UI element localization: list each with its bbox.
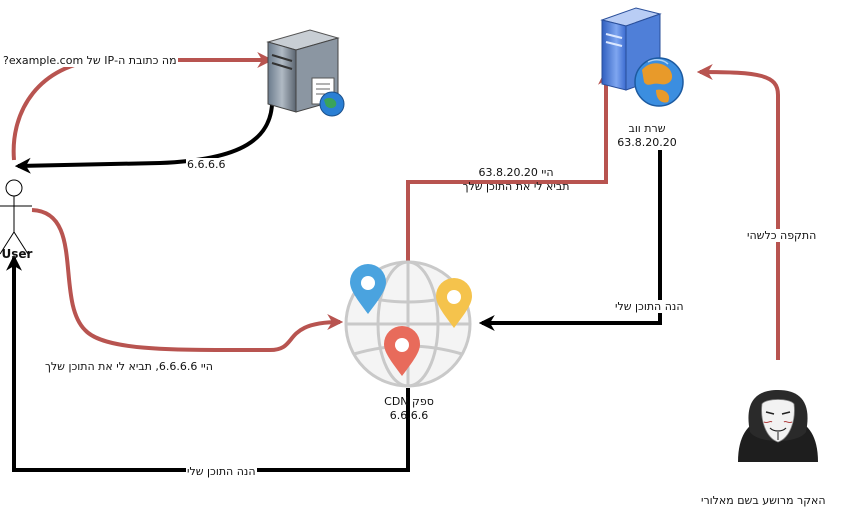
- cdn-to-origin-label-line2: תביא לי את התוכן שלך: [462, 180, 570, 193]
- dns-server-icon: [266, 29, 345, 117]
- dns-question-label: מה כתובת ה-IP של example.com?: [2, 54, 178, 67]
- cdn-to-origin-label-line1: היי 63.8.20.20: [478, 166, 554, 179]
- cdn-name-label: ספק CDN: [384, 395, 434, 408]
- cdn-globe-icon: [344, 260, 472, 388]
- attack-label: התקפה כלשהי: [746, 229, 818, 242]
- hacker-label: האקר מרושע בשם מאלורי: [701, 494, 826, 507]
- dns-question-arrow: [11, 52, 274, 161]
- cdn-to-user-label: הנה התוכן שלי: [186, 465, 257, 478]
- cdn-to-origin-arrow: [406, 68, 614, 262]
- origin-to-cdn-arrow: [478, 150, 662, 331]
- pin-yellow-icon: [436, 278, 472, 328]
- cdn-ip-label: 6.6.6.6: [389, 409, 429, 422]
- dns-answer-arrow: [14, 94, 275, 174]
- user-to-cdn-arrow: [31, 208, 344, 353]
- hacker-icon: [738, 390, 818, 462]
- attack-arrow: [696, 64, 780, 360]
- pin-blue-icon: [350, 264, 386, 314]
- origin-to-cdn-label: הנה התוכן שלי: [614, 300, 685, 313]
- user-label: User: [1, 247, 33, 261]
- dns-answer-label: 6.6.6.6: [186, 158, 227, 171]
- user-request-label: היי 6.6.6.6, תביא לי את התוכן שלך: [44, 360, 214, 373]
- web-server-icon: [600, 7, 684, 107]
- pin-red-icon: [384, 326, 420, 376]
- web-server-ip-label: 63.8.20.20: [617, 136, 677, 149]
- user-stick-figure-icon: [0, 179, 32, 255]
- web-server-name-label: שרת ווב: [628, 122, 666, 135]
